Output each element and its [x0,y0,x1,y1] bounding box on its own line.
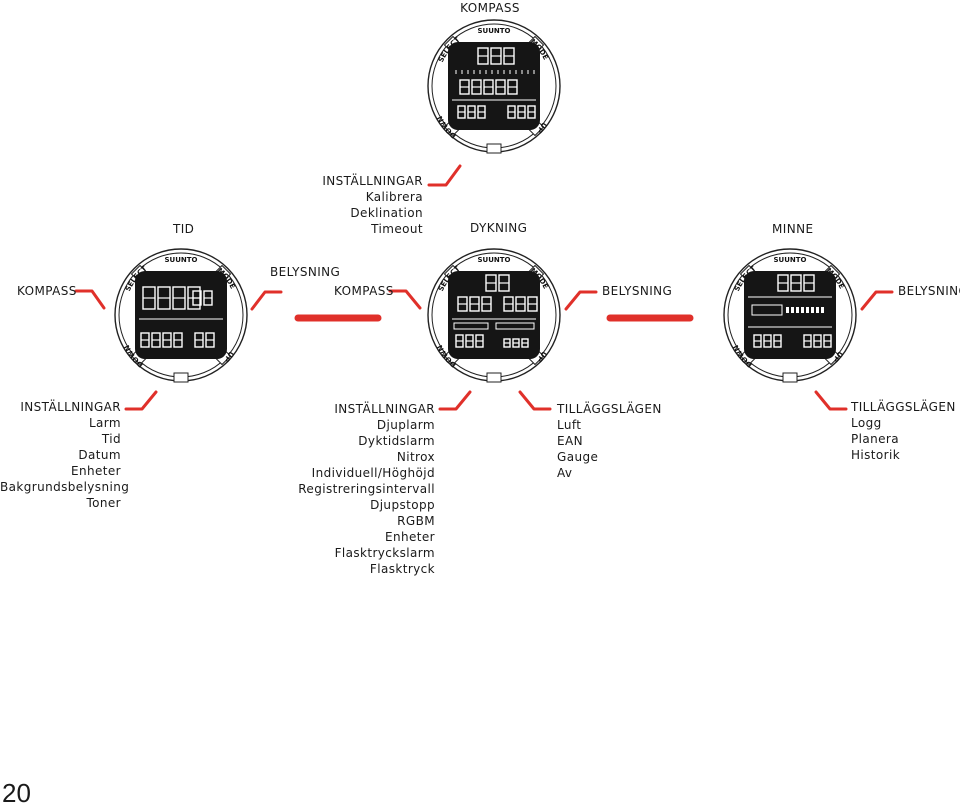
connector-dive-modes [518,390,552,411]
time-left-label: KOMPASS [17,284,77,298]
top-settings-item: Timeout [371,222,423,236]
time-settings-item: Larm [88,416,121,430]
connector-memory-right [860,290,894,311]
watch-dive: SELECTMODEDOWNUPSUUNTO [426,247,562,383]
connector-dive-left [388,289,422,310]
display [448,42,540,130]
connector-time-left [74,289,106,310]
top-settings-heading: INSTÄLLNINGAR [322,174,423,188]
display [448,271,540,359]
dive-modes-list: TILLÄGGSLÄGEN Luft EAN Gauge Av [557,401,662,481]
time-settings-list: INSTÄLLNINGAR Larm Tid Datum Enheter Bak… [0,399,130,511]
time-right-label: BELYSNING [270,265,341,279]
connector-top-settings [427,164,462,187]
dive-modes-item: Luft [557,418,582,432]
watch-memory: SELECTMODEDOWNUPSUUNTO [722,247,858,383]
dive-title: DYKNING [470,221,528,235]
time-title: TID [173,222,195,236]
dive-settings-item: Djuplarm [376,418,435,432]
display [744,271,836,359]
dive-modes-item: Av [557,466,573,480]
top-settings-list: INSTÄLLNINGAR Kalibrera Deklination Time… [310,173,423,237]
dive-settings-item: Registreringsintervall [298,482,435,496]
page-number: 20 [2,778,31,808]
dive-left-label: KOMPASS [334,284,394,298]
brand-logo: SUUNTO [478,256,511,264]
dive-settings-item: Flasktryck [369,562,435,576]
time-settings-item: Tid [101,432,121,446]
time-settings-item: Toner [86,496,121,510]
dive-settings-item: Individuell/Höghöjd [311,466,435,480]
dive-modes-item: Gauge [557,450,599,464]
memory-modes-item: Planera [851,432,899,446]
time-settings-item: Enheter [71,464,121,478]
memory-right-label: BELYSNING [898,284,960,298]
dive-right-label: BELYSNING [602,284,673,298]
dive-modes-heading: TILLÄGGSLÄGEN [557,402,662,416]
memory-title: MINNE [772,222,814,236]
connector-dive-right [564,290,598,311]
top-settings-item: Deklination [350,206,423,220]
dive-settings-list: INSTÄLLNINGAR Djuplarm Dyktidslarm Nitro… [290,401,435,577]
top-title: KOMPASS [460,1,520,15]
brand-logo: SUUNTO [165,256,198,264]
memory-modes-heading: TILLÄGGSLÄGEN [851,400,956,414]
memory-modes-item: Historik [851,448,901,462]
watch-time: SELECTMODEDOWNUPSUUNTO [113,247,249,383]
memory-modes-list: TILLÄGGSLÄGEN Logg Planera Historik [851,399,956,463]
dive-settings-item: Dyktidslarm [358,434,435,448]
time-settings-heading: INSTÄLLNINGAR [20,400,121,414]
dive-settings-item: Flasktryckslarm [334,546,435,560]
brand-logo: SUUNTO [478,27,511,35]
dive-settings-item: RGBM [397,514,435,528]
memory-modes-item: Logg [851,416,882,430]
dive-settings-item: Djupstopp [370,498,435,512]
top-settings-item: Kalibrera [365,190,423,204]
time-settings-item: Bakgrundsbelysning [0,480,130,494]
dive-modes-item: EAN [557,434,583,448]
time-settings-item: Datum [78,448,121,462]
dive-settings-item: Nitrox [396,450,435,464]
connector-time-settings [124,390,158,411]
connector-time-right [250,290,283,311]
watch-compass: SELECTMODEDOWNUPSUUNTO [426,18,562,154]
dive-settings-item: Enheter [385,530,435,544]
connector-dive-settings [438,390,472,411]
brand-logo: SUUNTO [774,256,807,264]
dive-settings-heading: INSTÄLLNINGAR [334,402,435,416]
connector-memory-modes [814,390,848,411]
